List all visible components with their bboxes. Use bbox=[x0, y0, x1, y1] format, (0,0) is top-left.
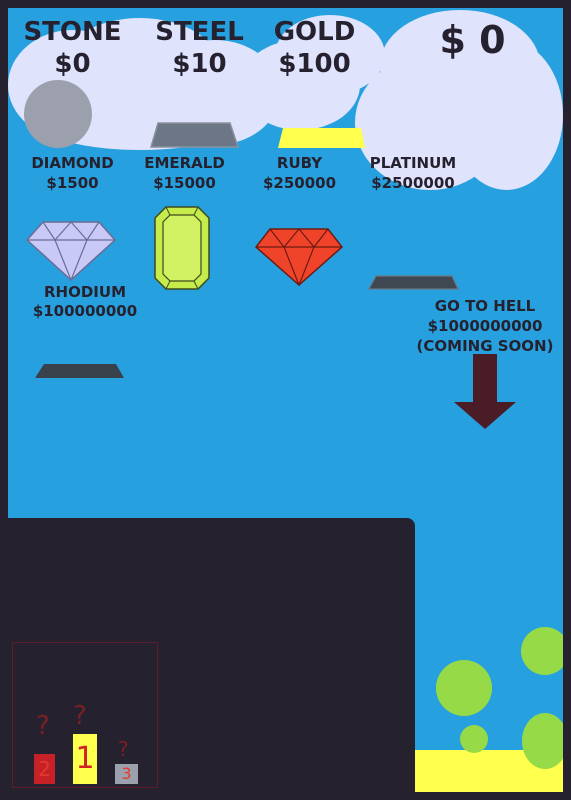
shop-item-stone-name: STONE bbox=[23, 17, 122, 47]
bubble bbox=[460, 725, 488, 753]
border-top bbox=[0, 0, 571, 8]
bubble bbox=[436, 660, 492, 716]
bubble bbox=[522, 713, 568, 769]
rank-1-unknown-mark: ? bbox=[73, 701, 87, 731]
stone-icon bbox=[24, 80, 92, 148]
shop-item-diamond-name: DIAMOND bbox=[31, 154, 114, 172]
shop-item-gold-name: GOLD bbox=[273, 17, 356, 47]
shop-item-platinum-price: $2500000 bbox=[371, 174, 455, 192]
emerald-icon bbox=[154, 206, 210, 290]
bottom-panel bbox=[0, 518, 415, 800]
shop-item-steel-price: $10 bbox=[172, 49, 227, 79]
podium-rank-3: 3 bbox=[115, 764, 138, 784]
gold-bar-icon bbox=[278, 128, 365, 148]
arrow-down-icon bbox=[454, 354, 516, 429]
shop-item-emerald-price: $15000 bbox=[153, 174, 216, 192]
shop-item-ruby-name: RUBY bbox=[276, 154, 323, 172]
rank-2-unknown-mark: ? bbox=[36, 711, 50, 741]
shop-item-diamond-price: $1500 bbox=[46, 174, 99, 192]
ruby-icon bbox=[254, 228, 344, 287]
go-to-hell-note: (COMING SOON) bbox=[416, 337, 554, 355]
shop-item-rhodium-name: RHODIUM bbox=[44, 283, 126, 301]
go-to-hell-price: $1000000000 bbox=[427, 317, 543, 335]
shop-item-steel-name: STEEL bbox=[155, 17, 244, 47]
shop-item-gold-price: $100 bbox=[278, 49, 351, 79]
rhodium-bar-icon bbox=[35, 364, 124, 378]
shop-item-ruby-price: $250000 bbox=[262, 174, 337, 192]
go-to-hell-title: GO TO HELL bbox=[434, 297, 536, 315]
border-right bbox=[563, 0, 571, 800]
shop-item-platinum-name: PLATINUM bbox=[369, 154, 457, 172]
bubble bbox=[521, 627, 569, 675]
platinum-bar-icon bbox=[367, 275, 459, 290]
podium-rank-2: 2 bbox=[34, 754, 55, 784]
shop-item-emerald-name: EMERALD bbox=[144, 154, 225, 172]
podium-rank-1: 1 bbox=[73, 734, 97, 784]
shop-item-stone-price: $0 bbox=[54, 49, 91, 79]
money-counter: $ 0 bbox=[439, 18, 506, 62]
border-left bbox=[0, 0, 8, 800]
diamond-icon bbox=[25, 221, 117, 282]
shop-item-rhodium-price: $100000000 bbox=[32, 302, 138, 320]
border-bottom bbox=[0, 792, 571, 800]
steel-bar-icon bbox=[150, 122, 240, 148]
rank-3-unknown-mark: ? bbox=[118, 737, 129, 761]
leaderboard-frame bbox=[12, 642, 158, 788]
